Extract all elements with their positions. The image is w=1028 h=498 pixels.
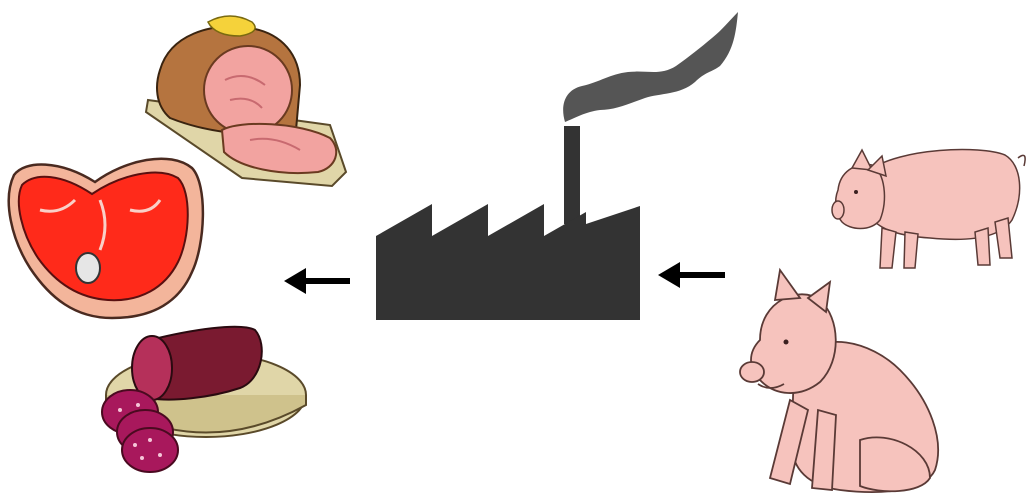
standing-pig-icon: [832, 150, 1025, 268]
sitting-pig-icon: [740, 270, 938, 492]
steak-icon: [9, 159, 203, 318]
salami-icon: [102, 327, 306, 472]
factory-icon: [376, 126, 640, 320]
arrow-to-products-icon: [284, 268, 350, 294]
arrow-to-factory-icon: [658, 262, 725, 288]
smoke-icon: [563, 12, 738, 122]
